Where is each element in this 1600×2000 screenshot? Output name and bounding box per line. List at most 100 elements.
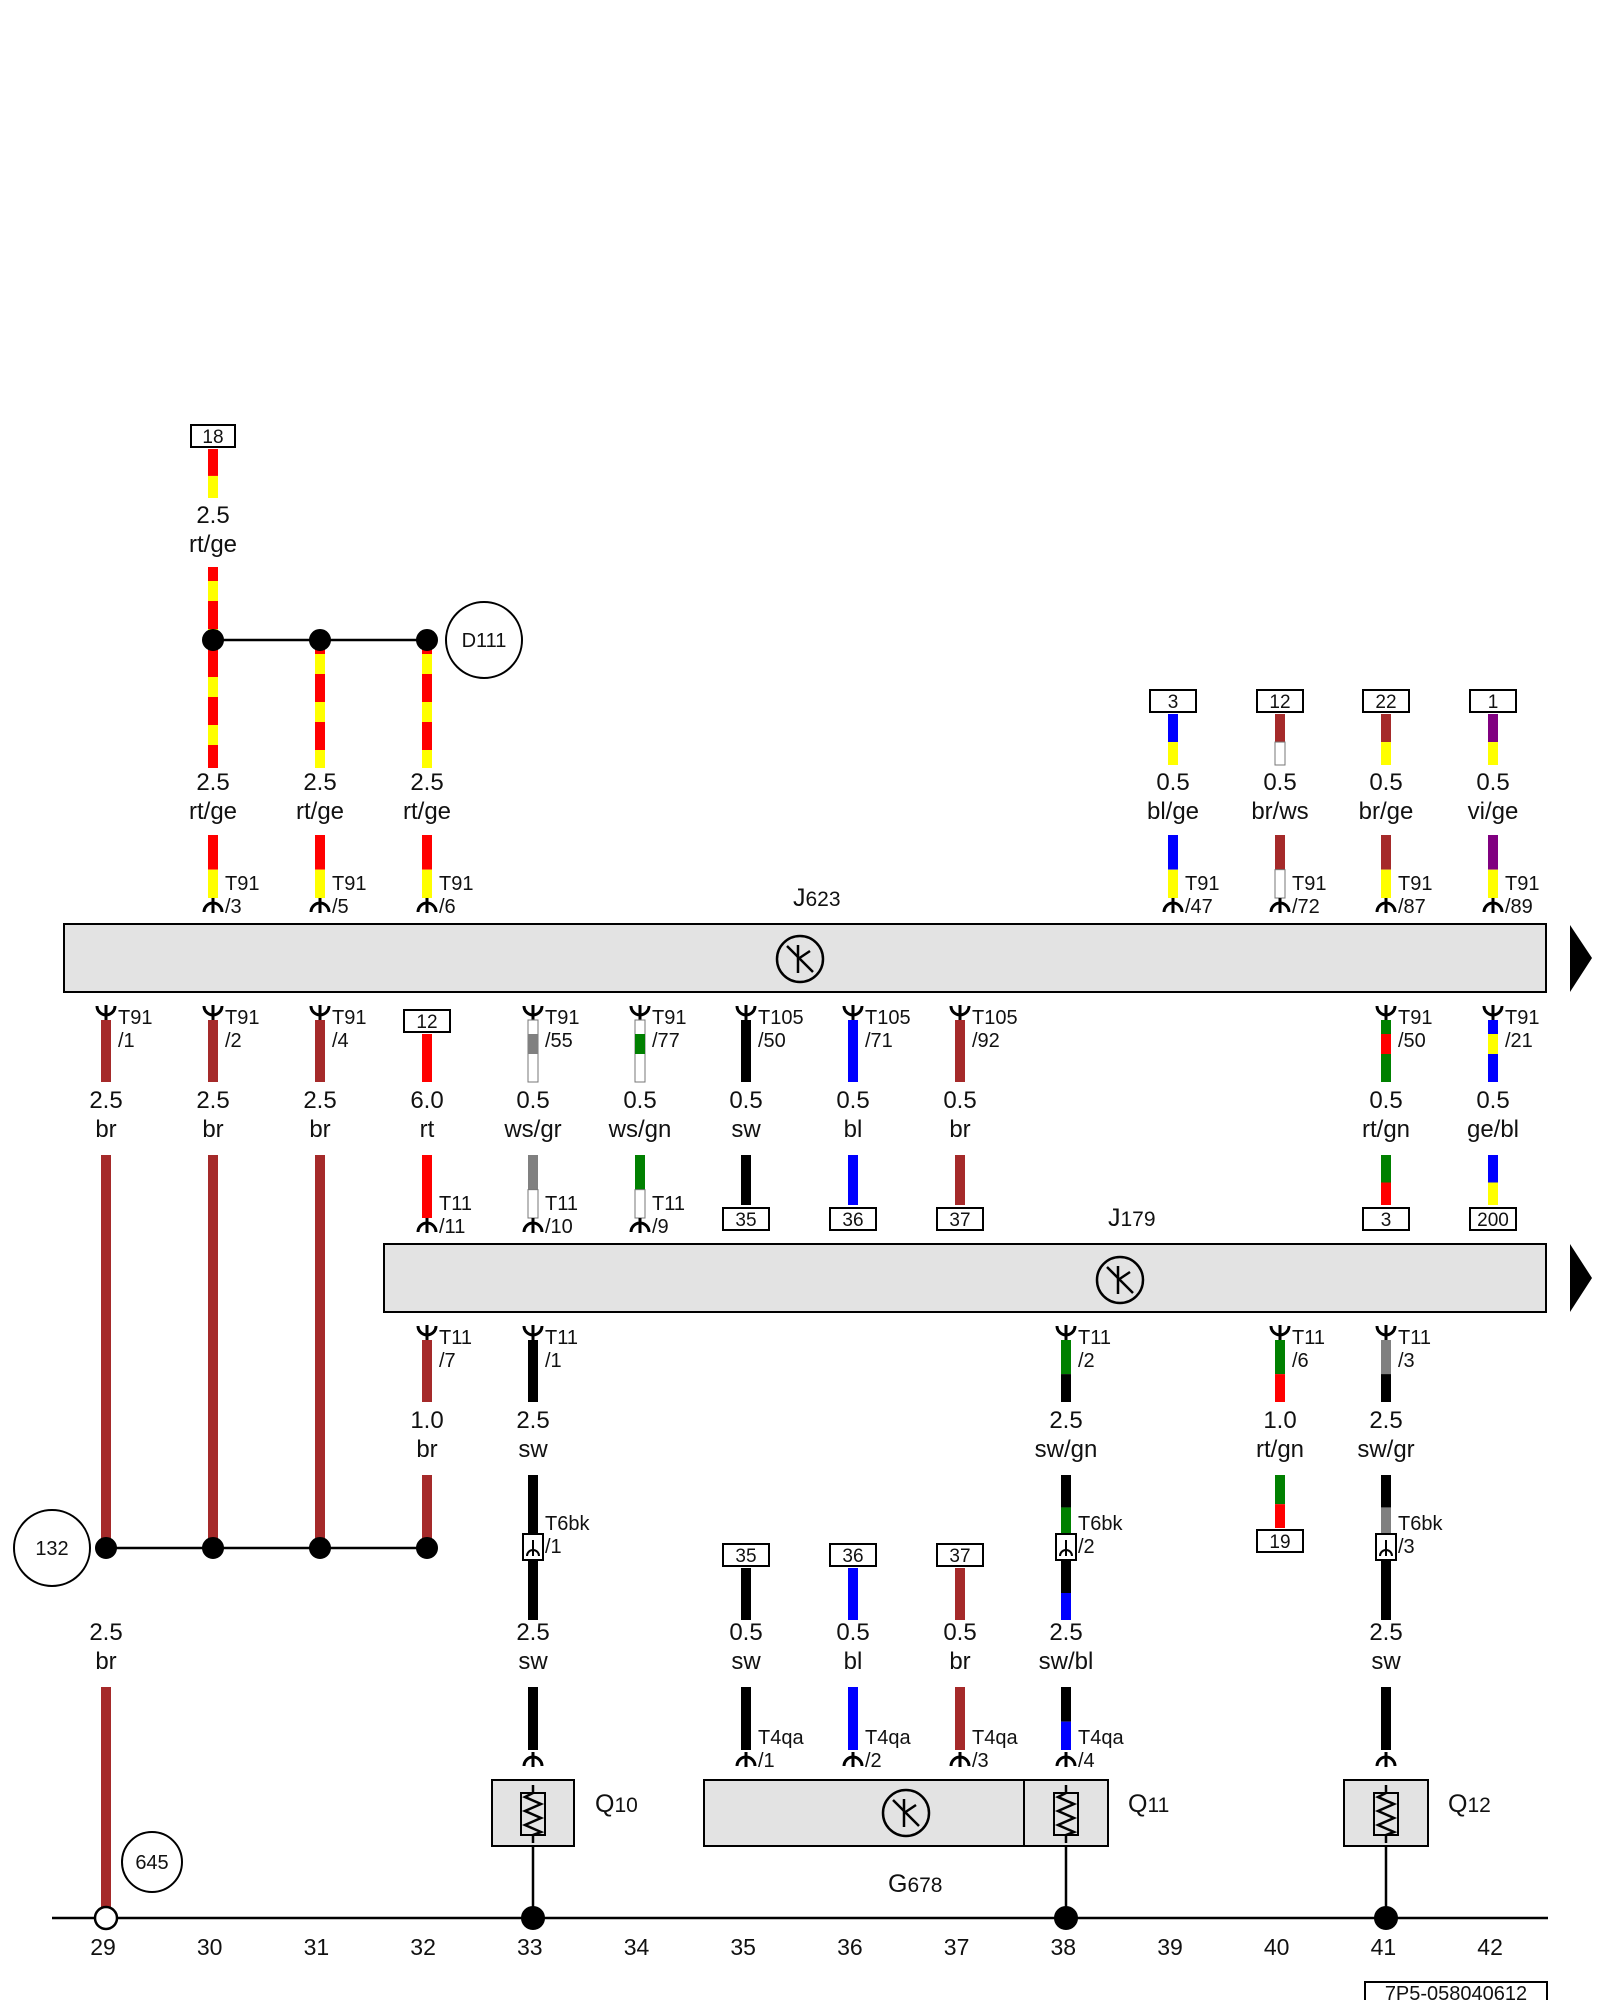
wire-ws-gr [527,1019,539,1083]
wire-color-label: sw/gr [1357,1436,1414,1463]
continuation-box-number: 3 [1168,692,1179,713]
wire-stub-sw [1381,1687,1391,1750]
wire-segment [1275,1340,1285,1375]
wire-stub-rt-ge [315,835,325,898]
wire-segment [208,835,218,870]
wire-size-label: 2.5 [1049,1619,1082,1646]
continuation-box-frame [190,424,236,448]
continuation-box: 1 [1469,689,1517,713]
continuation-box-frame [722,1207,770,1231]
column-number: 39 [1157,1934,1183,1960]
pin-label: /2 [1078,1536,1095,1558]
wire-segment [1488,835,1498,870]
wire-br [315,1155,325,1544]
wire-stub-sw-gr [1381,1475,1391,1534]
wire-color-label: br [95,1648,116,1675]
wire-stub-sw [528,1687,538,1750]
reference-circle-label: D111 [462,630,507,652]
wire-size-label: 0.5 [943,1619,976,1646]
wire-stripe [1168,869,1178,898]
continuation-box-frame [829,1543,877,1567]
wire-segment [1061,1560,1071,1593]
wire-stub-br [422,1340,432,1402]
wire-size-label: 0.5 [516,1087,549,1114]
control-unit-icon-ring [1095,1255,1145,1305]
continuation-box-frame [1362,1207,1410,1231]
wire-stub-gn-sw [1061,1340,1071,1402]
component-label: J179 [1108,1204,1156,1232]
resistor-zigzag [1374,1785,1398,1843]
component-label: G678 [888,1870,943,1898]
wire-segment [315,1155,325,1544]
pin-label: /89 [1505,896,1533,918]
pin-label: /7 [439,1350,456,1372]
wire-stub-sw-bl [1061,1560,1071,1620]
reference-circle [445,601,523,679]
wire-color-label: rt/ge [403,798,451,825]
wire-stub-br-ws [1274,714,1286,766]
connector-label: T11 [545,1193,578,1215]
continuation-box: 12 [1256,689,1304,713]
wire-color-label: br [416,1436,437,1463]
pin-label: /3 [1398,1536,1415,1558]
wire-segment [955,1568,965,1620]
wire-segment [955,1020,965,1082]
wire-stub-bl [848,1568,858,1620]
wire-size-label: 0.5 [729,1087,762,1114]
wire-size-label: 0.5 [943,1087,976,1114]
wire-sw [741,1020,751,1082]
control-unit-icon [1095,1255,1145,1305]
wire-size-label: 2.5 [516,1619,549,1646]
continuation-box-frame [1256,689,1304,713]
splice-dot [416,1537,438,1559]
component-label-prefix: J [1108,1204,1121,1232]
resistor-frame [520,1792,546,1836]
continuation-box: 19 [1256,1529,1304,1553]
wire-stripe [1488,1182,1498,1205]
wire-segment [1061,1475,1071,1508]
wire-segment [315,1020,325,1082]
wire-stub-rt-ge [208,449,218,498]
column-number: 37 [944,1934,970,1960]
wire-stub-sw [741,1568,751,1620]
pin-label: /2 [865,1750,882,1772]
wire-stripe [1381,1374,1391,1402]
pin-label: /92 [972,1030,1000,1052]
wire-stub-rt-ge [208,835,218,898]
resistor-frame [1053,1792,1079,1836]
pin-label: /21 [1505,1030,1533,1052]
connector-label: T91 [1398,1007,1432,1029]
wire-segment [422,1475,432,1548]
wire-segment [1381,1687,1391,1750]
control-unit-icon [775,934,825,984]
wire-stripe [208,869,218,898]
wire-stripe [315,702,325,722]
connector-label: T11 [545,1327,578,1349]
connector-label: T91 [439,873,473,895]
component-label: Q11 [1128,1790,1169,1818]
continuation-box-number: 35 [735,1210,756,1231]
continuation-box-frame [829,1207,877,1231]
wire-color-label: rt/ge [189,798,237,825]
control-unit-icon-stroke [797,949,811,961]
wire-segment [1381,714,1391,743]
continuation-box-number: 12 [416,1012,437,1033]
wire-size-label: 2.5 [1369,1407,1402,1434]
wire-stripe [422,702,432,722]
wire-segment [208,567,218,768]
continuation-box-number: 19 [1269,1532,1290,1553]
splice-dot [202,629,224,651]
connector-label: T91 [225,1007,259,1029]
pin-label: /3 [225,896,242,918]
wire-stripe [208,677,218,697]
continuation-box: 37 [936,1207,984,1231]
continuation-box-number: 1 [1488,692,1499,713]
wire-stripe [1381,869,1391,898]
connector-label: T91 [332,1007,366,1029]
glow-plug-resistor-icon [1373,1785,1399,1843]
ground-dot [1054,1906,1078,1930]
resistor-zigzag [521,1785,545,1843]
wire-stub-br-ws [1274,835,1286,899]
glow-plug-resistor-icon [1053,1785,1079,1843]
reference-circle-label: 132 [35,1538,68,1560]
